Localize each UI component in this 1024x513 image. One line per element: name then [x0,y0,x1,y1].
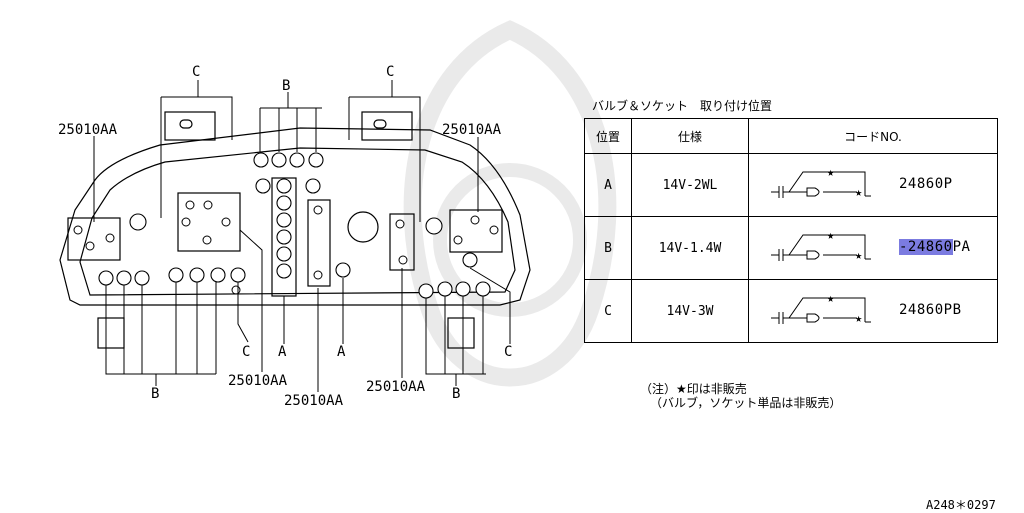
cluster-housing-outline [59,127,531,306]
header-spec: 仕様 [631,118,749,154]
label-part-bottom-2: 25010AA [284,393,344,409]
module-right-center [389,213,415,271]
code-suffix: PA [952,239,971,255]
module-strip-center [307,199,331,287]
label-b-top: B [282,78,290,94]
row-position: C [584,279,632,343]
row-spec: 14V-3W [631,279,749,343]
bottom-left-sockets [98,267,246,286]
header-position: 位置 [584,118,632,154]
label-b-bottom-right: B [452,386,460,402]
table-row: A 14V-2WL ★ ★ 24860P [584,153,998,217]
top-sockets [253,152,324,194]
bulb-socket-icon: ★ ★ [771,291,871,325]
star-icon: ★ [855,311,862,325]
label-c-bottom-left: C [242,344,250,360]
cluster-inner-outline [79,147,516,296]
module-center-left [177,192,241,252]
star-icon: ★ [855,248,862,262]
table-title: バルブ＆ソケット 取り付け位置 [592,99,773,113]
star-icon: ★ [827,165,834,179]
reference-code: A248＊0297 [926,498,996,512]
code-value: 24860PB [899,302,962,318]
row-spec: 14V-1.4W [631,216,749,280]
code-value: 24860P [899,176,953,192]
label-part-bottom-3: 25010AA [366,379,426,395]
x-screws [73,200,499,295]
module-right [449,209,503,253]
row-code: ★ ★ 24860PB [748,279,998,343]
bulb-socket-icon: ★ ★ [771,228,871,262]
label-part-right: 25010AA [442,122,502,138]
star-icon: ★ [827,228,834,242]
table-row: C 14V-3W ★ ★ 24860PB [584,279,998,343]
bottom-right-sockets [418,281,491,299]
label-part-bottom-1: 25010AA [228,373,288,389]
row-code: ★ ★ -24860PA [748,216,998,280]
row-code: ★ ★ 24860P [748,153,998,217]
bulb-socket-icon: ★ ★ [771,165,871,199]
code-highlight: -24860 [899,239,953,255]
label-c-right: C [386,64,394,80]
label-part-left: 25010AA [58,122,118,138]
footnote: （注）★印は非販売 （バルブ，ソケット単品は非販売） [640,382,841,410]
star-icon: ★ [855,185,862,199]
code-value: -24860PA [899,239,970,255]
sockets [98,152,491,299]
row-position: A [584,153,632,217]
strip-sockets [276,178,292,279]
row-position: B [584,216,632,280]
row-spec: 14V-2WL [631,153,749,217]
label-a-bottom-2: A [337,344,346,360]
header-code: コードNO. [748,118,998,154]
label-c-bottom-right: C [504,344,512,360]
label-c-left: C [192,64,200,80]
bulb-socket-table: 位置 仕様 コードNO. A 14V-2WL ★ ★ 24860P B 14V-… [584,118,998,343]
module-left [67,217,121,261]
footnote-line-2: （バルブ，ソケット単品は非販売） [650,396,842,410]
table-row: B 14V-1.4W ★ ★ -24860PA [584,216,998,280]
center-gauge [347,211,379,243]
star-icon: ★ [827,291,834,305]
label-a-bottom-1: A [278,344,287,360]
label-b-bottom-left: B [151,386,159,402]
footnote-line-1: （注）★印は非販売 [640,382,747,396]
